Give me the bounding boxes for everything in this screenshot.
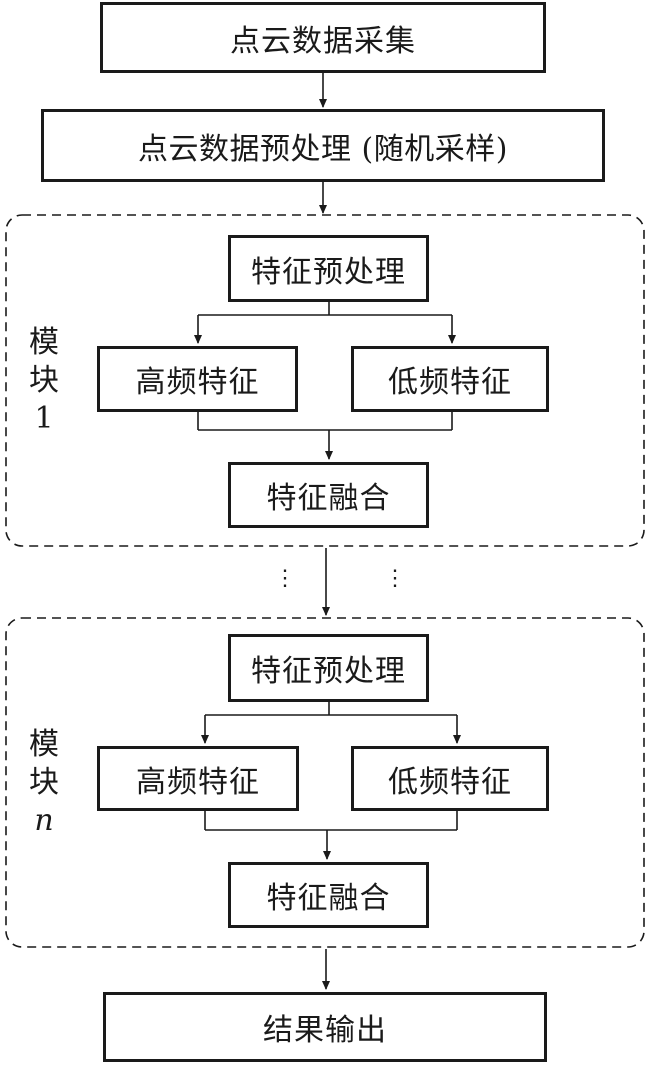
preprocess-box: 点云数据预处理 (随机采样): [41, 109, 605, 182]
module-n-feature-preprocess-box: 特征预处理: [228, 634, 429, 702]
module-n-label: 模 块 n: [24, 726, 64, 840]
module-1-label-line: 模: [29, 325, 59, 360]
module-n-label-line: n: [34, 803, 54, 838]
module-n-frame: [5, 617, 645, 948]
module-1-label: 模 块 1: [24, 324, 64, 438]
module-1-label-line: 块: [29, 363, 59, 398]
ellipsis-left: ⋮: [274, 566, 296, 591]
module-1-fusion-box: 特征融合: [228, 462, 429, 528]
module-n-fusion-box: 特征融合: [228, 862, 429, 928]
module-1-low-freq-box: 低频特征: [351, 346, 549, 412]
module-1-high-freq-box: 高频特征: [97, 346, 298, 412]
ellipsis-right: ⋮: [384, 566, 406, 591]
output-box: 结果输出: [103, 992, 547, 1062]
module-n-high-freq-box: 高频特征: [97, 746, 299, 811]
module-n-label-line: 模: [29, 727, 59, 762]
module-1-frame: [5, 214, 645, 547]
module-1-feature-preprocess-box: 特征预处理: [228, 235, 429, 302]
module-1-label-line: 1: [34, 401, 54, 436]
module-n-low-freq-box: 低频特征: [351, 746, 549, 811]
collect-box: 点云数据采集: [100, 2, 546, 73]
module-n-label-line: 块: [29, 765, 59, 800]
